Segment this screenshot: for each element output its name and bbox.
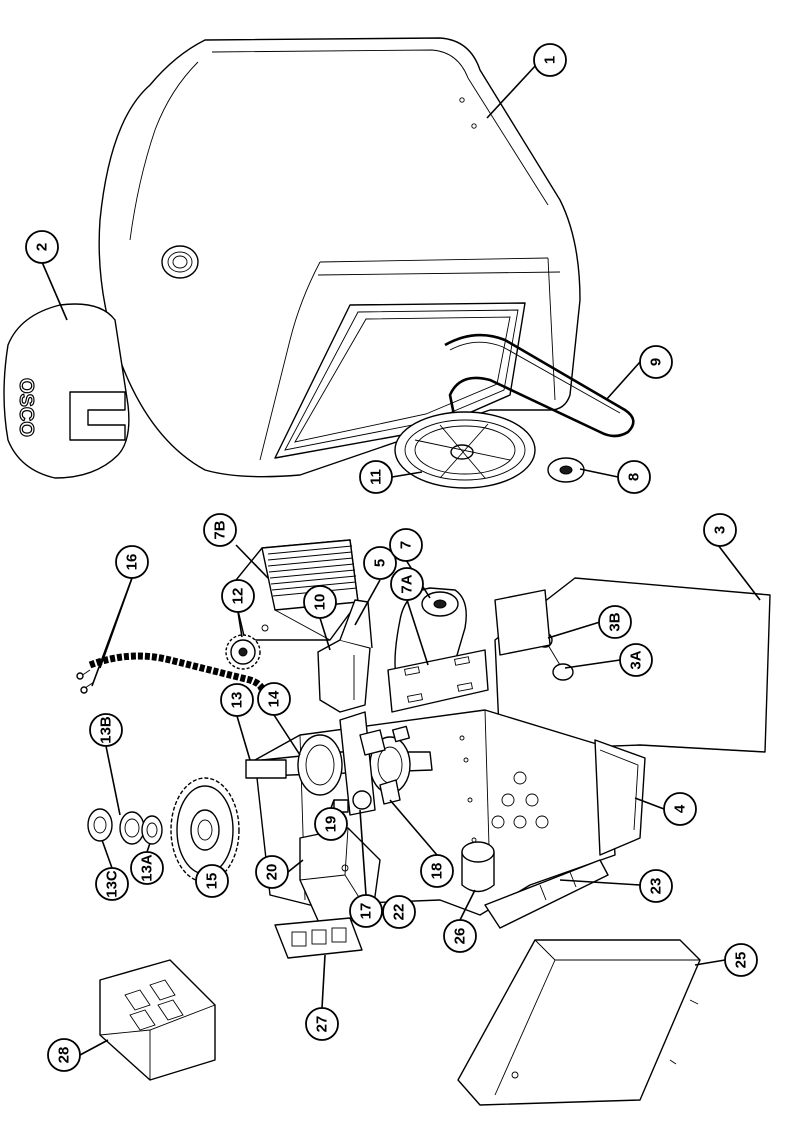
- callout-13A: 13A: [130, 851, 164, 885]
- callout-9-label: 9: [648, 358, 665, 366]
- callout-11-label: 11: [368, 469, 385, 485]
- callout-26: 26: [443, 919, 477, 953]
- callout-2: 2: [25, 230, 59, 264]
- callout-22-label: 22: [391, 904, 408, 921]
- callout-5-label: 5: [372, 559, 389, 567]
- callout-18: 18: [420, 854, 454, 888]
- callout-15: 15: [195, 864, 229, 898]
- callouts: 1 2 3 3A 3B 4 5 7: [25, 43, 758, 1072]
- callout-20: 20: [255, 855, 289, 889]
- callout-19: 19: [314, 807, 348, 841]
- callout-3B-label: 3B: [607, 612, 624, 631]
- part-wheel: [394, 411, 536, 489]
- callout-10-label: 10: [312, 594, 329, 611]
- callout-7A-label: 7A: [399, 574, 416, 593]
- callout-11: 11: [359, 460, 393, 494]
- callout-27-label: 27: [314, 1016, 331, 1033]
- callout-7B-label: 7B: [212, 520, 229, 539]
- callout-3B: 3B: [598, 605, 632, 639]
- callout-13: 13: [220, 683, 254, 717]
- callout-17: 17: [349, 894, 383, 928]
- callout-13B: 13B: [89, 713, 123, 747]
- callout-4: 4: [663, 792, 697, 826]
- callout-17-label: 17: [358, 903, 375, 920]
- callout-10: 10: [303, 585, 337, 619]
- callout-25: 25: [724, 943, 758, 977]
- callout-18-label: 18: [429, 863, 446, 880]
- callout-7B: 7B: [203, 513, 237, 547]
- callout-13A-label: 13A: [139, 854, 156, 882]
- leader-lines: [41, 63, 761, 1056]
- part-small-sprocket: [225, 634, 261, 670]
- part-display: [274, 917, 363, 959]
- callout-4-label: 4: [672, 804, 689, 813]
- callout-13C: 13C: [95, 867, 129, 901]
- callout-12-label: 12: [230, 588, 247, 605]
- part-belt: [444, 333, 635, 438]
- part-housing: [98, 37, 581, 478]
- callout-16: 16: [115, 545, 149, 579]
- callout-7A: 7A: [390, 567, 424, 601]
- callout-12: 12: [221, 579, 255, 613]
- part-shaft-assembly: [245, 599, 433, 816]
- logo-text: OSCO: [15, 378, 37, 437]
- callout-19-label: 19: [323, 816, 340, 833]
- callout-20-label: 20: [264, 864, 281, 881]
- callout-13B-label: 13B: [98, 716, 115, 744]
- part-cabinet: [457, 939, 701, 1106]
- callout-1: 1: [533, 43, 567, 77]
- callout-3: 3: [703, 513, 737, 547]
- callout-2-label: 2: [34, 243, 51, 251]
- callout-23-label: 23: [648, 878, 665, 895]
- part-blocks: [99, 959, 216, 1081]
- callout-3A-label: 3A: [628, 650, 645, 669]
- callout-15-label: 15: [204, 873, 221, 890]
- callout-13-label: 13: [229, 692, 246, 709]
- callout-7: 7: [389, 528, 423, 562]
- callout-14-label: 14: [266, 690, 283, 707]
- callout-27: 27: [305, 1007, 339, 1041]
- callout-5: 5: [363, 546, 397, 580]
- part-logo-cap: OSCO: [3, 303, 130, 479]
- callout-8-label: 8: [626, 473, 643, 481]
- callout-23: 23: [639, 869, 673, 903]
- part-cylinder: [461, 841, 495, 893]
- callout-16-label: 16: [124, 554, 141, 571]
- callout-28-label: 28: [56, 1047, 73, 1064]
- callout-9: 9: [639, 345, 673, 379]
- callout-3-label: 3: [712, 526, 729, 534]
- callout-8: 8: [617, 460, 651, 494]
- part-bushings: [87, 808, 163, 845]
- callout-14: 14: [257, 682, 291, 716]
- callout-1-label: 1: [542, 56, 559, 64]
- callout-25-label: 25: [733, 952, 750, 969]
- part-side-rail: [484, 859, 609, 929]
- callout-7-label: 7: [398, 541, 415, 549]
- callout-28: 28: [47, 1038, 81, 1072]
- part-mounting-plate: [387, 649, 489, 713]
- part-small-disc: [547, 457, 585, 483]
- callout-26-label: 26: [452, 928, 469, 945]
- callout-13C-label: 13C: [104, 870, 121, 898]
- callout-3A: 3A: [619, 643, 653, 677]
- callout-22: 22: [382, 895, 416, 929]
